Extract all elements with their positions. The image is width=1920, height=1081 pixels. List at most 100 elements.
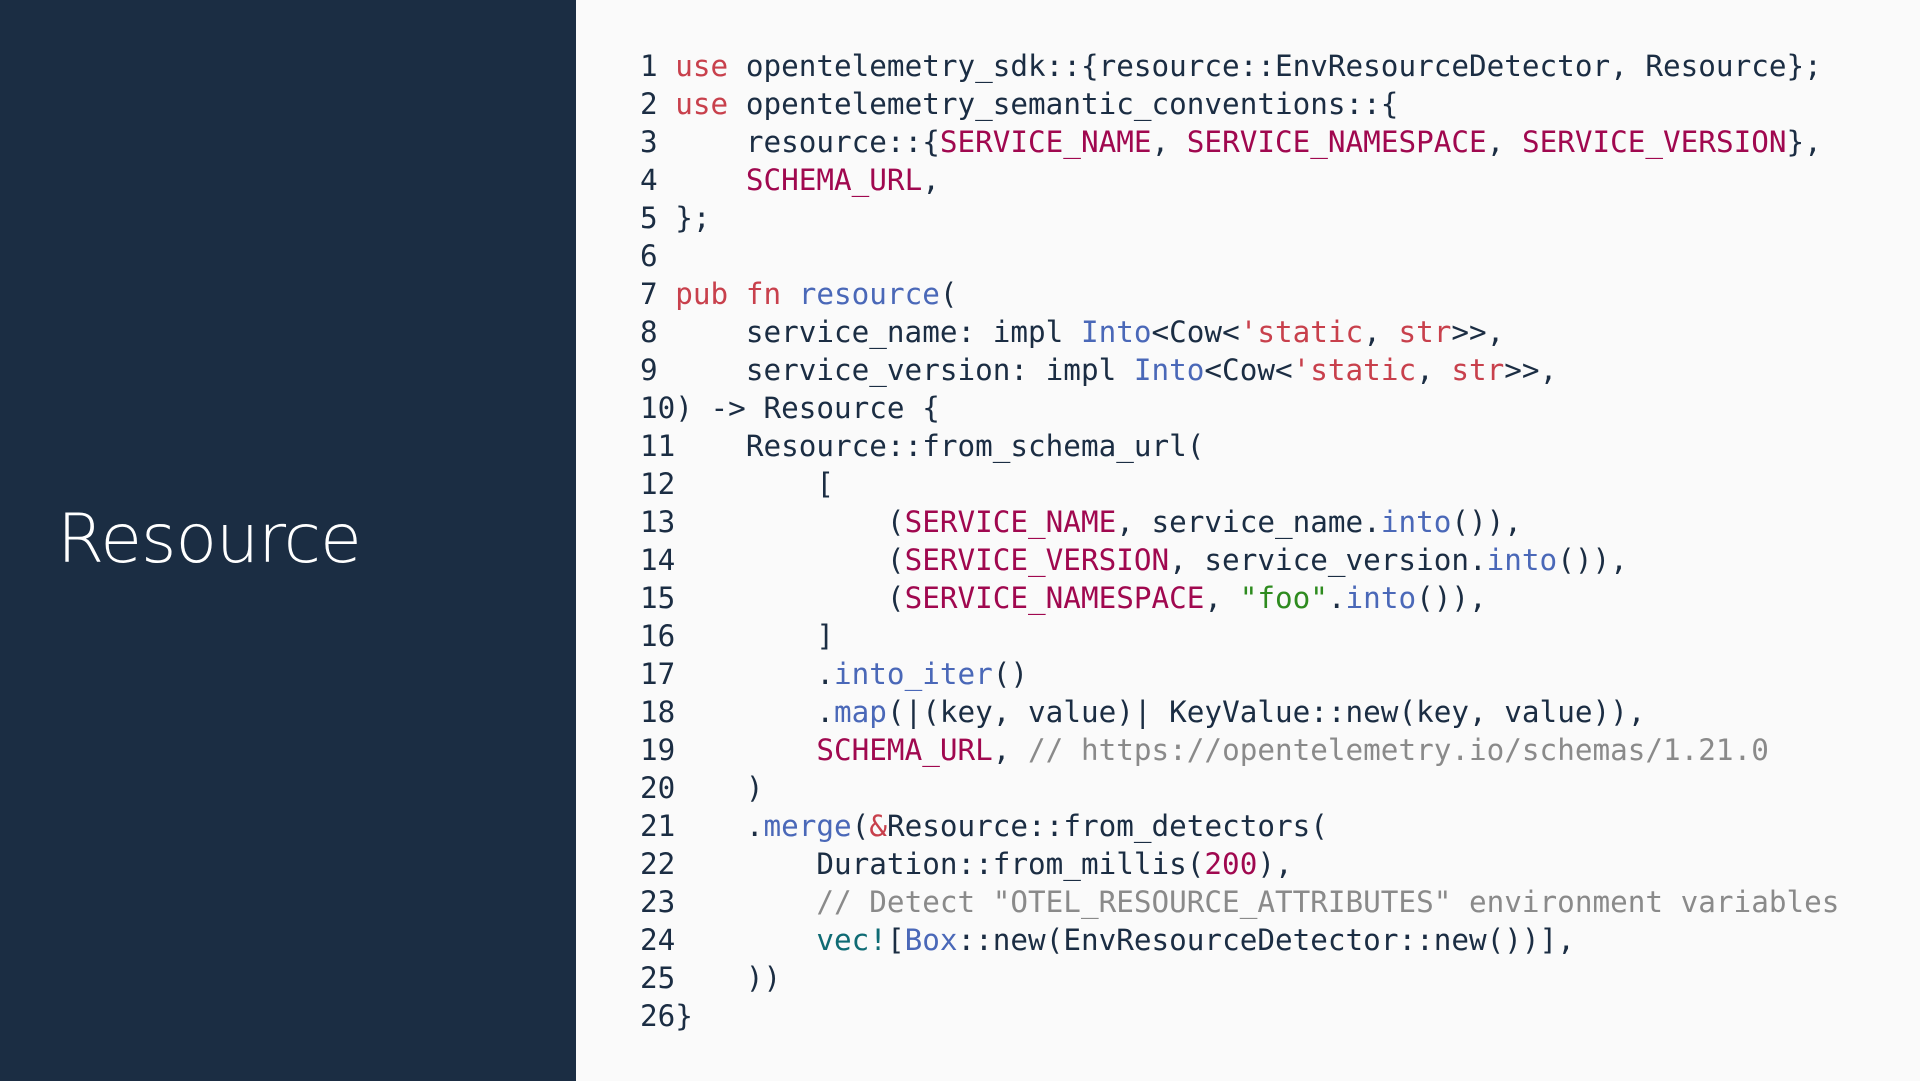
code-token: SCHEMA_URL: [745, 163, 923, 197]
code-token: (): [992, 657, 1029, 691]
code-token: ,: [1486, 125, 1522, 159]
code-token: // https://opentelemetry.io/schemas/1.21…: [1028, 733, 1769, 767]
line-number: 19: [640, 733, 676, 767]
code-token: .: [1327, 581, 1346, 615]
code-token: .: [675, 695, 835, 729]
code-token: SERVICE_NAMESPACE: [1186, 125, 1487, 159]
code-token: use: [675, 49, 729, 83]
code-token: ()),: [1557, 543, 1628, 577]
code-token: ,: [1204, 581, 1240, 615]
code-line: 13 (SERVICE_NAME, service_name.into()),: [640, 503, 1839, 541]
code-line: 8 service_name: impl Into<Cow<'static, s…: [640, 313, 1839, 351]
code-token: ::new(EnvResourceDetector::new())],: [957, 923, 1575, 957]
code-line: 10) -> Resource {: [640, 389, 1839, 427]
code-token: str: [1398, 315, 1452, 349]
line-number: 21: [640, 809, 676, 843]
line-number: 16: [640, 619, 676, 653]
code-line: 18 .map(|(key, value)| KeyValue::new(key…: [640, 693, 1839, 731]
code-token: Into: [1133, 353, 1205, 387]
code-token: Resource::from_detectors(: [886, 809, 1328, 843]
code-token: resource: [798, 277, 940, 311]
code-token: merge: [763, 809, 852, 843]
code-line: 23 // Detect "OTEL_RESOURCE_ATTRIBUTES" …: [640, 883, 1839, 921]
code-token: ()),: [1416, 581, 1487, 615]
line-number: 4: [640, 163, 658, 197]
line-number: 9: [640, 353, 658, 387]
code-token: 'static: [1292, 353, 1417, 387]
line-number: 17: [640, 657, 676, 691]
code-line: 22 Duration::from_millis(200),: [640, 845, 1839, 883]
code-token: SERVICE_NAMESPACE: [904, 581, 1205, 615]
code-token: str: [1451, 353, 1505, 387]
code-token: (: [675, 505, 905, 539]
code-token: (: [939, 277, 958, 311]
code-line: 4 SCHEMA_URL,: [640, 161, 1839, 199]
line-number: 14: [640, 543, 676, 577]
code-token: [: [886, 923, 905, 957]
line-number: 22: [640, 847, 676, 881]
code-line: 26}: [640, 997, 1839, 1035]
code-token: ),: [1257, 847, 1293, 881]
code-token: [675, 163, 746, 197]
line-number: 8: [640, 315, 658, 349]
code-token: (: [675, 581, 905, 615]
code-token: .: [675, 809, 764, 843]
line-number: 6: [640, 239, 658, 273]
code-line: 19 SCHEMA_URL, // https://opentelemetry.…: [640, 731, 1839, 769]
line-number: 7: [640, 277, 658, 311]
code-token: &: [869, 809, 887, 843]
code-token: resource::{: [675, 125, 940, 159]
code-token: ,: [1151, 125, 1187, 159]
code-token: , service_version.: [1169, 543, 1487, 577]
code-line: 16 ]: [640, 617, 1839, 655]
code-token: )): [675, 961, 782, 995]
code-line: 15 (SERVICE_NAMESPACE, "foo".into()),: [640, 579, 1839, 617]
code-token: SERVICE_NAME: [904, 505, 1117, 539]
code-token: [675, 923, 816, 957]
slide-title: Resource: [57, 500, 362, 579]
code-token: [: [675, 467, 835, 501]
title-sidebar: Resource: [0, 0, 576, 1081]
code-token: vec!: [816, 923, 887, 957]
line-number: 24: [640, 923, 676, 957]
code-token: "foo": [1239, 581, 1328, 615]
code-token: ]: [675, 619, 835, 653]
code-line: 11 Resource::from_schema_url(: [640, 427, 1839, 465]
code-token: >>,: [1504, 353, 1558, 387]
code-token: <Cow<: [1204, 353, 1293, 387]
code-token: use: [675, 87, 729, 121]
code-token: ,: [922, 163, 940, 197]
code-token: opentelemetry_semantic_conventions::{: [728, 87, 1399, 121]
code-token: into: [1380, 505, 1452, 539]
code-token: Into: [1080, 315, 1152, 349]
code-token: [675, 733, 816, 767]
code-line: 3 resource::{SERVICE_NAME, SERVICE_NAMES…: [640, 123, 1839, 161]
code-line: 1 use opentelemetry_sdk::{resource::EnvRe…: [640, 47, 1839, 85]
code-line: 5};: [640, 199, 1839, 237]
code-token: opentelemetry_sdk::{resource::EnvResourc…: [728, 49, 1822, 83]
code-token: service_version: impl: [675, 353, 1134, 387]
code-token: Resource::from_schema_url(: [675, 429, 1205, 463]
line-number: 18: [640, 695, 676, 729]
code-line: 24 vec![Box::new(EnvResourceDetector::ne…: [640, 921, 1839, 959]
code-token: ()),: [1451, 505, 1522, 539]
code-line: 17 .into_iter(): [640, 655, 1839, 693]
code-token: >>,: [1451, 315, 1505, 349]
code-token: 200: [1204, 847, 1258, 881]
code-line: 14 (SERVICE_VERSION, service_version.int…: [640, 541, 1839, 579]
line-number: 3: [640, 125, 658, 159]
line-number: 13: [640, 505, 676, 539]
line-number: 1: [640, 49, 658, 83]
code-token: Box: [904, 923, 958, 957]
code-line: 20 ): [640, 769, 1839, 807]
code-token: into: [1486, 543, 1558, 577]
code-token: [781, 277, 799, 311]
code-line: 12 [: [640, 465, 1839, 503]
code-token: (|(key, value)| KeyValue::new(key, value…: [886, 695, 1646, 729]
code-token: SERVICE_VERSION: [904, 543, 1170, 577]
code-line: 25 )): [640, 959, 1839, 997]
